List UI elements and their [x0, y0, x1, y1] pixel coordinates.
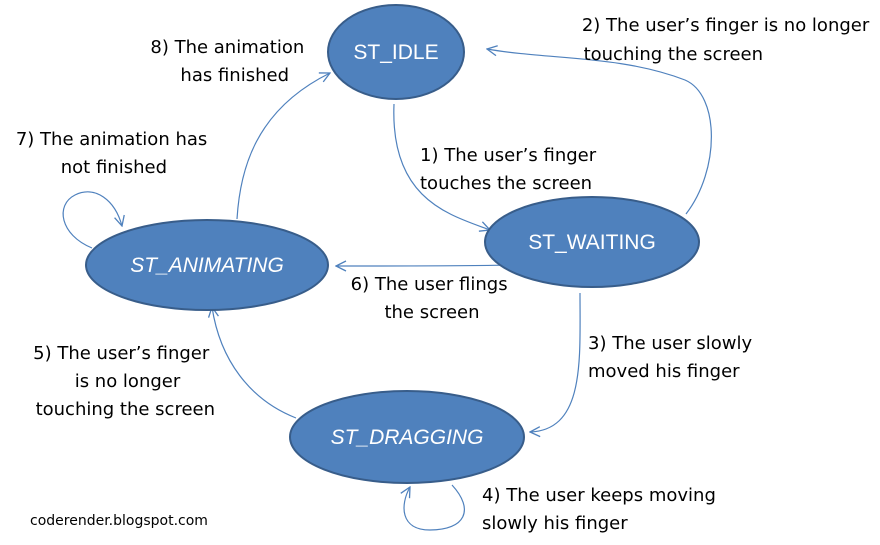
state-waiting-label: ST_WAITING [528, 231, 656, 254]
edge-1-idle-to-waiting [393, 103, 490, 230]
edge-2-waiting-to-idle [487, 49, 712, 215]
transition-1-label: 1) The user’s finger touches the screen [420, 145, 602, 194]
transition-7-line-2: not finished [61, 157, 167, 178]
edge-3-waiting-to-dragging [530, 292, 581, 432]
transition-8-line-2: has finished [180, 65, 289, 86]
transition-3-line-2: moved his finger [588, 361, 740, 382]
transition-2-label: 2) The user’s finger is no longer touchi… [582, 15, 875, 65]
transition-2-line-2: touching the screen [584, 44, 763, 65]
state-dragging: ST_DRAGGING [289, 390, 525, 484]
edge-6-waiting-to-animating [336, 265, 513, 266]
edge-5-dragging-to-animating [212, 307, 297, 419]
transition-7-label: 7) The animation has not finished [16, 129, 213, 178]
transition-5-line-3: touching the screen [36, 399, 215, 420]
transition-1-line-2: touches the screen [420, 173, 592, 194]
site-credit: coderender.blogspot.com [30, 513, 208, 529]
edge-8-animating-to-idle [236, 73, 330, 220]
state-animating: ST_ANIMATING [85, 219, 329, 311]
transition-2-line-1: 2) The user’s finger is no longer [582, 15, 870, 36]
state-animating-label: ST_ANIMATING [130, 254, 284, 277]
state-waiting-shape [484, 196, 700, 288]
transition-4-label: 4) The user keeps moving slowly his fing… [482, 485, 722, 534]
edge-4-dragging-self-loop [404, 484, 465, 531]
transition-6-line-1: 6) The user flings [351, 274, 508, 295]
transition-7-line-1: 7) The animation has [16, 129, 207, 150]
transition-5-label: 5) The user’s finger is no longer touchi… [33, 343, 215, 420]
transition-6-label: 6) The user flings the screen [351, 274, 514, 323]
transition-1-line-1: 1) The user’s finger [420, 145, 597, 166]
state-waiting: ST_WAITING [484, 196, 700, 288]
state-animating-shape [85, 219, 329, 311]
transition-8-line-1: 8) The animation [150, 37, 304, 58]
state-dragging-label: ST_DRAGGING [331, 426, 484, 449]
transition-8-label: 8) The animation has finished [150, 37, 310, 86]
transition-3-line-1: 3) The user slowly [588, 333, 752, 354]
transition-4-line-1: 4) The user keeps moving [482, 485, 716, 506]
transition-5-line-1: 5) The user’s finger [33, 343, 210, 364]
transition-6-line-2: the screen [384, 302, 479, 323]
transition-3-label: 3) The user slowly moved his finger [588, 333, 758, 382]
transition-4-line-2: slowly his finger [482, 513, 628, 534]
transition-5-line-2: is no longer [75, 371, 181, 392]
edge-7-animating-self-loop [62, 191, 122, 249]
state-idle-label: ST_IDLE [353, 41, 438, 64]
state-idle-shape [327, 4, 465, 100]
state-idle: ST_IDLE [327, 4, 465, 100]
state-dragging-shape [289, 390, 525, 484]
